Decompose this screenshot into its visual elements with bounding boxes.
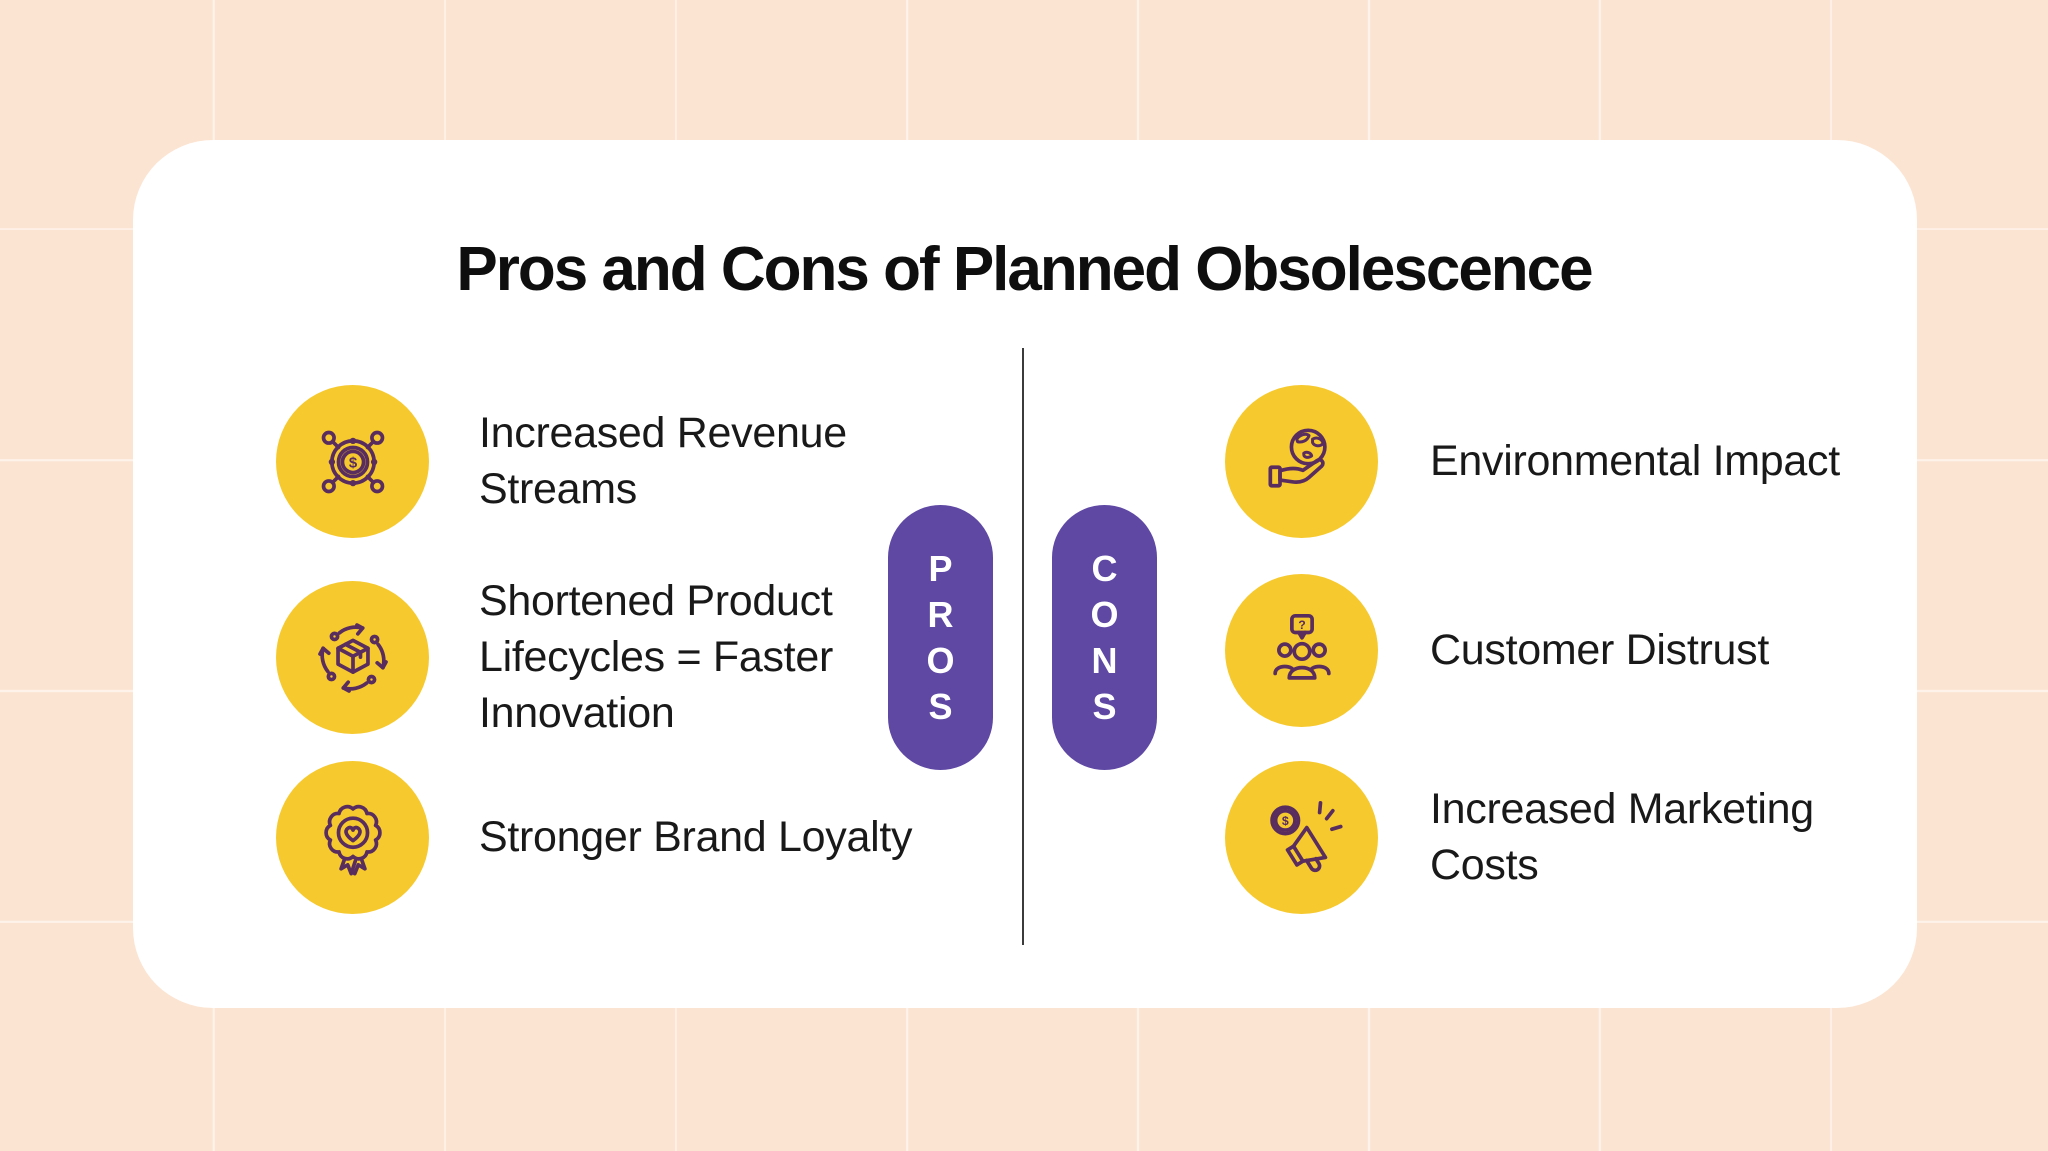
product-lifecycle-icon xyxy=(317,622,388,693)
hand-holding-globe-icon xyxy=(1267,427,1327,488)
megaphone-dollar-icon: $ xyxy=(1269,800,1343,872)
pros-item-loyalty: Stronger Brand Loyalty xyxy=(276,761,919,914)
cons-item-label: Increased Marketing Costs xyxy=(1430,784,1814,889)
icon-circle: $ xyxy=(276,385,429,538)
content-card xyxy=(133,140,1917,1008)
pros-item-label: Shortened Product Lifecycles = Faster In… xyxy=(479,577,833,737)
group-question-bubble-icon: ? xyxy=(1272,613,1331,680)
dollar-glyph: $ xyxy=(1281,814,1288,828)
cons-item-distrust: ? Customer Distrust xyxy=(1225,574,1930,727)
revenue-network-icon: $ xyxy=(321,430,384,493)
dollar-glyph: $ xyxy=(348,454,357,471)
pros-item-lifecycle: Shortened Product Lifecycles = Faster In… xyxy=(276,574,919,742)
icon-circle xyxy=(1225,385,1378,538)
pros-item-label: Increased Revenue Streams xyxy=(479,408,847,513)
icon-circle: ? xyxy=(1225,574,1378,727)
cons-item-environment: Environmental Impact xyxy=(1225,385,1930,538)
cons-item-label: Environmental Impact xyxy=(1430,436,1840,485)
award-heart-badge-icon xyxy=(323,804,382,875)
cons-item-marketing: $ Increased Marketing Costs xyxy=(1225,761,1930,914)
pros-item-revenue: $ Increased Revenue Streams xyxy=(276,385,919,538)
center-divider-line xyxy=(1022,348,1024,945)
pros-item-label: Stronger Brand Loyalty xyxy=(479,812,913,861)
page-title: Pros and Cons of Planned Obsolescence xyxy=(456,235,1593,304)
cons-item-label: Customer Distrust xyxy=(1430,625,1769,674)
question-glyph: ? xyxy=(1298,618,1306,632)
icon-circle xyxy=(276,761,429,914)
icon-circle xyxy=(276,581,429,735)
icon-circle: $ xyxy=(1225,761,1378,914)
